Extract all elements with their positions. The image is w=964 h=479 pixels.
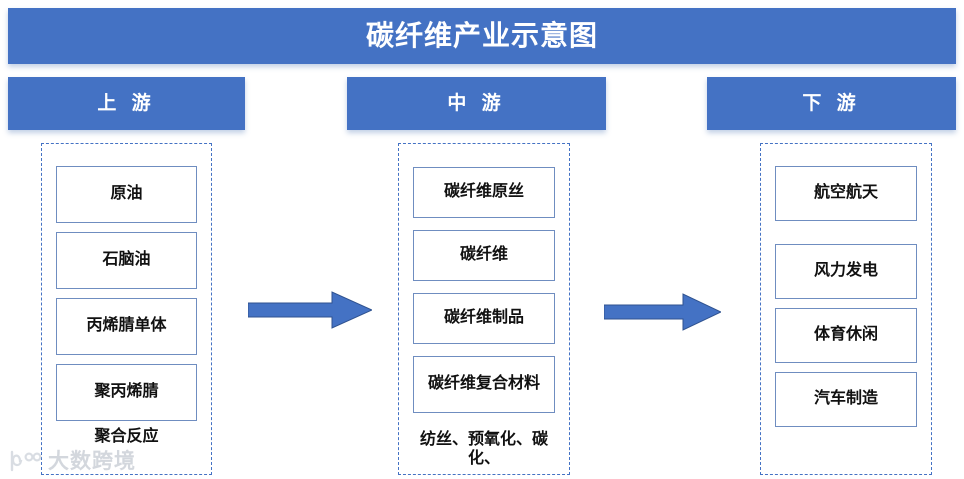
- stage-header-midstream-label: 中 游: [447, 93, 506, 114]
- diagram-title-bar: 碳纤维产业示意图: [8, 8, 956, 64]
- stage-item-label: 原油: [110, 185, 143, 203]
- stage-item-box: 汽车制造: [775, 372, 917, 427]
- stage-footnote-midstream: 纺丝、预氧化、碳化、: [419, 430, 548, 467]
- arrow-right-icon: [604, 293, 721, 331]
- stage-item-label: 碳纤维: [459, 246, 508, 264]
- stage-header-downstream: 下 游: [707, 77, 956, 130]
- stage-item-label: 丙烯腈单体: [86, 317, 167, 335]
- stage-item-label: 聚丙烯腈: [94, 383, 159, 401]
- watermark-logo-icon: [10, 450, 42, 472]
- stage-item-label: 碳纤维复合材料: [427, 375, 540, 393]
- stage-item-label: 碳纤维制品: [443, 309, 524, 327]
- stage-header-downstream-label: 下 游: [802, 93, 861, 114]
- page-title: 碳纤维产业示意图: [365, 20, 598, 51]
- stage-item-label: 汽车制造: [813, 390, 878, 408]
- stage-item-box: 丙烯腈单体: [56, 298, 197, 355]
- stage-item-box: 体育休闲: [775, 308, 917, 363]
- stage-item-box: 碳纤维原丝: [413, 167, 555, 218]
- stage-item-box: 碳纤维制品: [413, 293, 555, 344]
- arrow-right-icon: [248, 291, 372, 329]
- stage-item-box: 原油: [56, 166, 197, 223]
- stage-item-box: 聚丙烯腈: [56, 364, 197, 421]
- stage-item-box: 航空航天: [775, 166, 917, 221]
- stage-item-box: 碳纤维复合材料: [413, 356, 555, 413]
- stage-column-upstream: 原油 石脑油 丙烯腈单体 聚丙烯腈 聚合反应: [41, 143, 212, 475]
- stage-column-downstream: 航空航天 风力发电 体育休闲 汽车制造: [760, 143, 932, 475]
- stage-item-box: 碳纤维: [413, 230, 555, 281]
- stage-item-box: 石脑油: [56, 232, 197, 289]
- stage-header-upstream: 上 游: [8, 77, 245, 130]
- stage-item-box: 风力发电: [775, 244, 917, 299]
- stage-item-label: 体育休闲: [813, 326, 878, 344]
- stage-column-midstream: 碳纤维原丝 碳纤维 碳纤维制品 碳纤维复合材料 纺丝、预氧化、碳化、: [398, 143, 570, 475]
- stage-header-midstream: 中 游: [347, 77, 606, 130]
- stage-item-label: 碳纤维原丝: [443, 183, 524, 201]
- stage-item-label: 风力发电: [813, 262, 878, 280]
- stage-footnote-upstream: 聚合反应: [94, 427, 159, 445]
- stage-header-upstream-label: 上 游: [97, 93, 156, 114]
- stage-item-label: 石脑油: [102, 251, 151, 269]
- stage-item-label: 航空航天: [813, 184, 878, 202]
